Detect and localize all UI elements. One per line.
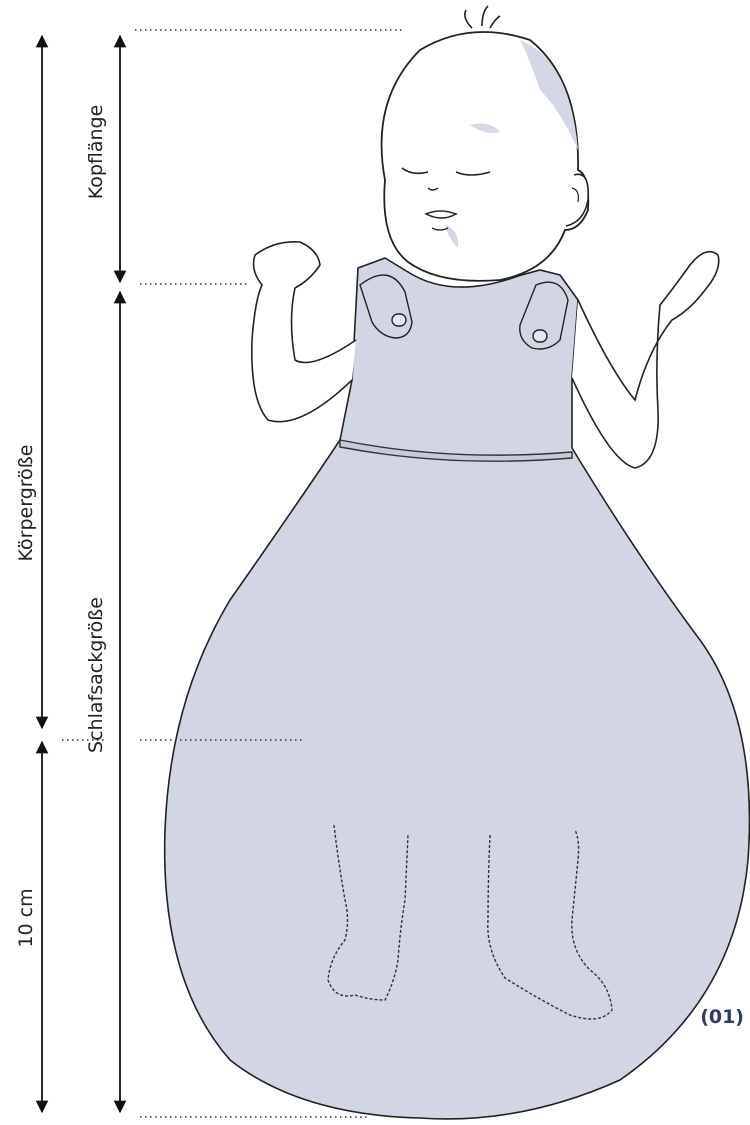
baby-head bbox=[382, 6, 589, 281]
left-arm bbox=[252, 242, 356, 422]
body-height-label: Körpergröße bbox=[15, 445, 37, 562]
head-length-label: Kopflänge bbox=[85, 105, 107, 200]
extra-length-label: 10 cm bbox=[15, 888, 37, 947]
right-arm bbox=[572, 252, 719, 468]
sleeping-bag-shape bbox=[165, 258, 750, 1119]
sleeping-bag-size-label: Schlafsackgröße bbox=[85, 597, 107, 753]
left-button bbox=[392, 314, 406, 326]
right-button bbox=[533, 330, 547, 342]
figure-number: (01) bbox=[700, 1006, 744, 1028]
